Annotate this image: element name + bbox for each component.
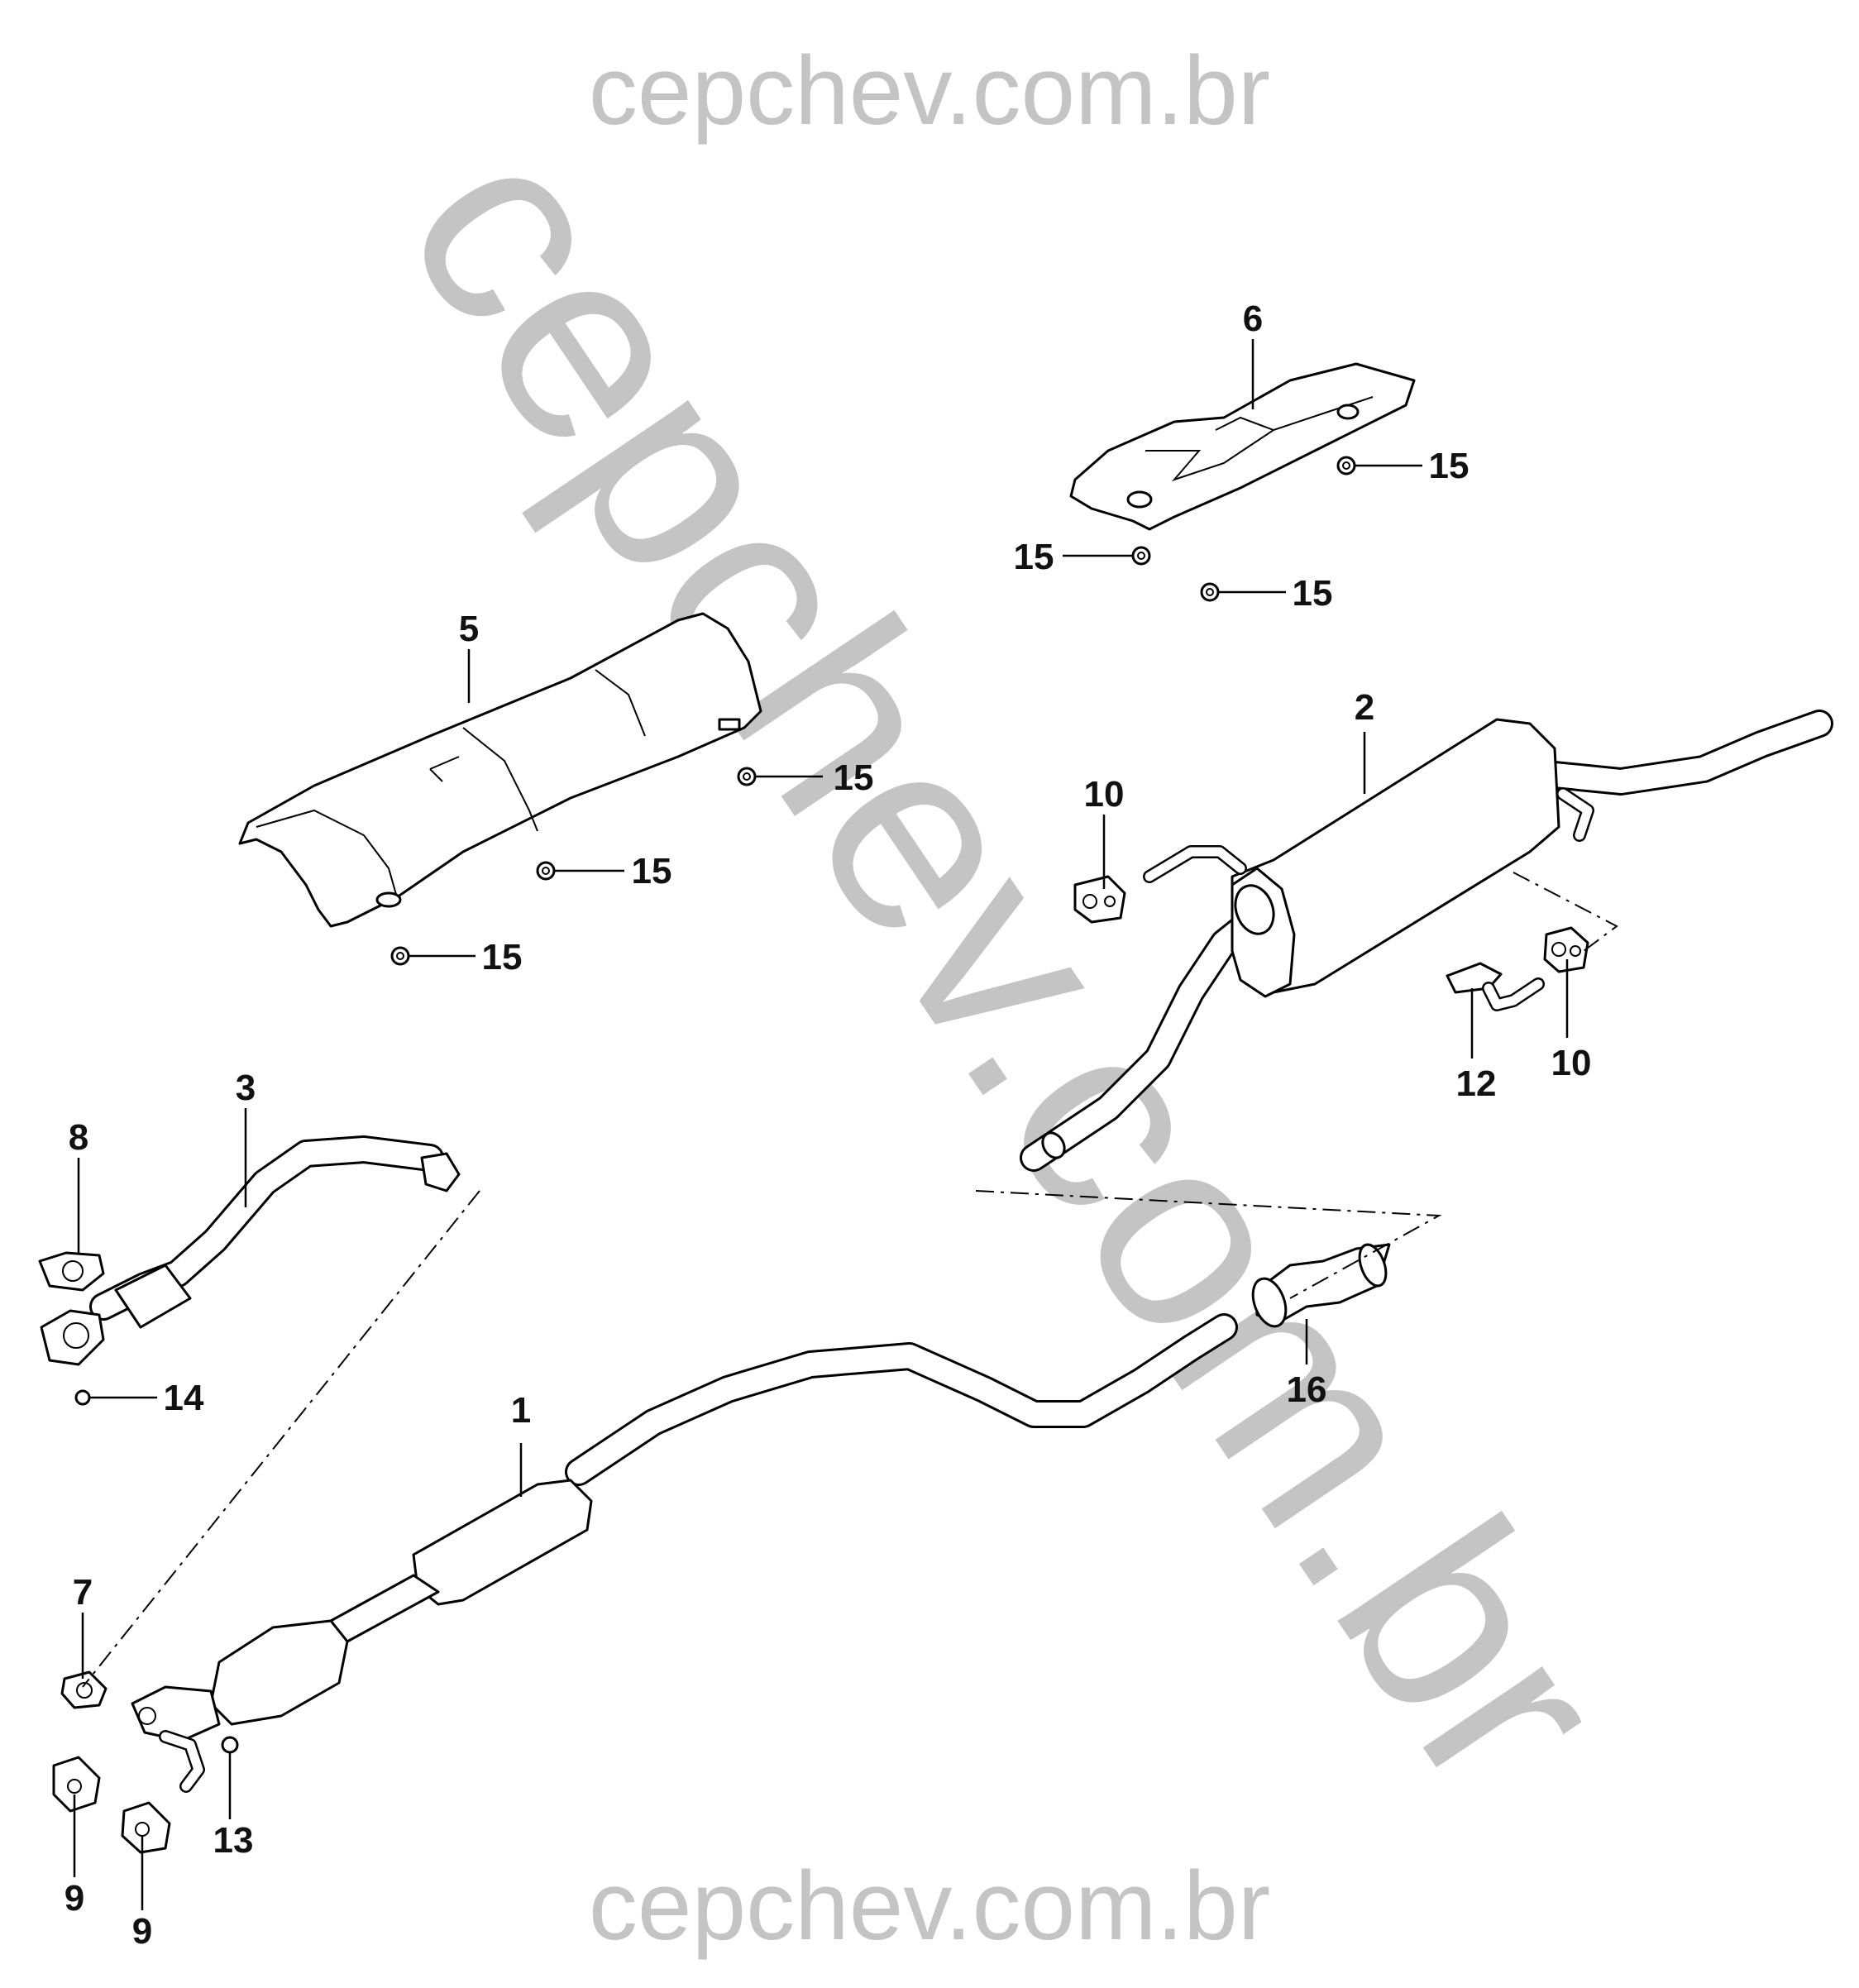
callout-10-left: 10 (1084, 774, 1125, 815)
watermark-diagonal: cepchev.com.br (348, 88, 1669, 1840)
watermark-top: cepchev.com.br (589, 36, 1270, 146)
nut-15-b (1131, 546, 1151, 566)
callout-15-f: 15 (482, 937, 523, 977)
callout-5: 5 (459, 609, 479, 649)
nut-15-f (390, 946, 410, 966)
callout-15-e: 15 (632, 851, 672, 891)
rubber-mount-10-left (1073, 875, 1126, 924)
nut-15-a (1336, 456, 1356, 475)
nut-15-d (737, 767, 757, 786)
hanger-9-left (52, 1756, 101, 1813)
heat-shield-front (238, 612, 762, 928)
callout-15-b: 15 (1014, 537, 1054, 577)
callout-14: 14 (164, 1378, 204, 1418)
gasket-7 (60, 1670, 108, 1709)
nut-13 (221, 1736, 239, 1754)
alignment-line-b (975, 1190, 1442, 1299)
rear-muffler (1020, 710, 1833, 1172)
callout-8: 8 (69, 1117, 88, 1158)
intermediate-pipe-catalytic (131, 1313, 1238, 1793)
gasket-8 (38, 1251, 105, 1292)
callout-12: 12 (1456, 1063, 1497, 1104)
nut-15-e (536, 861, 556, 881)
callout-16: 16 (1287, 1369, 1327, 1410)
callout-3: 3 (236, 1068, 256, 1108)
callout-15-d: 15 (834, 757, 874, 798)
heat-shield-rear (1069, 362, 1416, 531)
callout-13: 13 (213, 1820, 254, 1861)
nut-14 (74, 1389, 91, 1406)
nut-15-c (1200, 582, 1220, 602)
hanger-9-right (121, 1801, 171, 1854)
callout-6: 6 (1243, 299, 1263, 339)
callout-15-c: 15 (1293, 573, 1333, 614)
callout-2: 2 (1355, 687, 1374, 728)
callout-10-right: 10 (1551, 1043, 1592, 1083)
callout-1: 1 (511, 1390, 531, 1431)
flange-3-inlet (40, 1309, 105, 1366)
callout-7: 7 (73, 1572, 93, 1613)
alignment-line-a (82, 1190, 480, 1688)
callout-15-a: 15 (1429, 446, 1470, 486)
rubber-mount-10-right (1543, 926, 1589, 973)
front-pipe (89, 1135, 461, 1329)
watermark-bottom: cepchev.com.br (589, 1852, 1270, 1961)
leader-lines (73, 339, 1569, 1910)
callout-9-left: 9 (65, 1878, 84, 1919)
alignment-line-c (1513, 872, 1618, 952)
connector-sleeve-16 (1251, 1243, 1391, 1328)
bracket-12 (1446, 962, 1545, 1011)
callout-9-right: 9 (132, 1911, 152, 1952)
